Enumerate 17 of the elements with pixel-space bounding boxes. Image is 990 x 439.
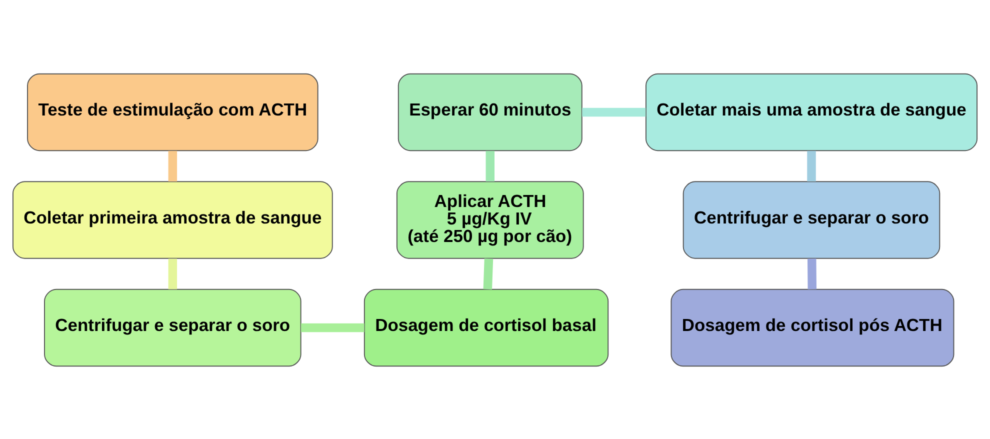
connector xyxy=(301,322,364,332)
node-box: Coletar primeira amostra de sangue xyxy=(12,180,333,258)
node-box: Coletar mais uma amostra de sangue xyxy=(645,72,978,151)
connector xyxy=(168,150,178,182)
connector xyxy=(486,150,495,182)
connector xyxy=(483,258,494,289)
node-box: Dosagem de cortisol pós ACTH xyxy=(670,288,954,366)
connector xyxy=(807,150,816,182)
node-box: Dosagem de cortisol basal xyxy=(364,288,609,366)
node-box: Esperar 60 minutos xyxy=(398,72,582,151)
connector xyxy=(582,107,646,116)
node-box: Teste de estimulação com ACTH xyxy=(27,72,318,151)
connector xyxy=(807,258,816,289)
node-box: Centrifugar e separar o soro xyxy=(44,288,302,366)
connector xyxy=(168,258,178,289)
node-box: Aplicar ACTH 5 µg/Kg IV (até 250 µg por cão) xyxy=(396,180,584,258)
node-box: Centrifugar e separar o soro xyxy=(682,180,940,258)
